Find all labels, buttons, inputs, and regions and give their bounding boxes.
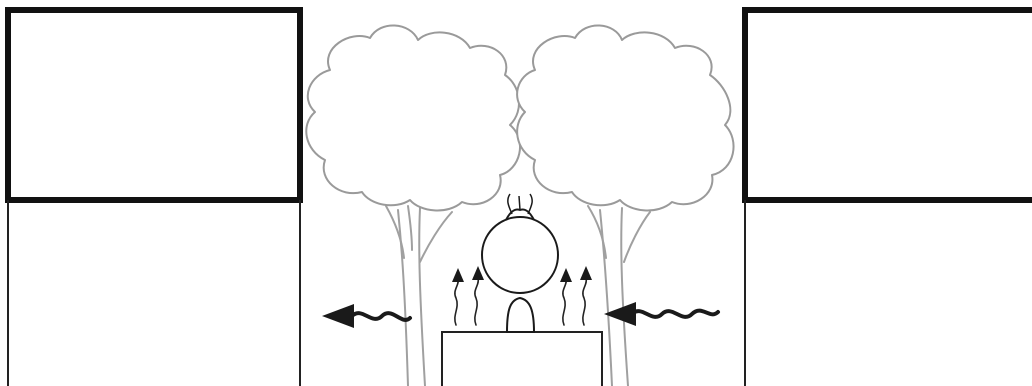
right-building <box>745 10 1032 386</box>
left-building-lower-block <box>8 200 300 386</box>
left-building-upper-block <box>8 10 300 200</box>
wind-arrow-icon-right <box>604 302 718 326</box>
heat-arrow-icon-right <box>560 266 592 325</box>
bench <box>442 332 602 386</box>
right-building-upper-block <box>745 10 1032 200</box>
wind-arrow-icon-left <box>322 304 410 328</box>
heat-arrow-icon-left <box>452 266 484 325</box>
person-icon <box>482 194 558 332</box>
left-building <box>8 10 300 386</box>
